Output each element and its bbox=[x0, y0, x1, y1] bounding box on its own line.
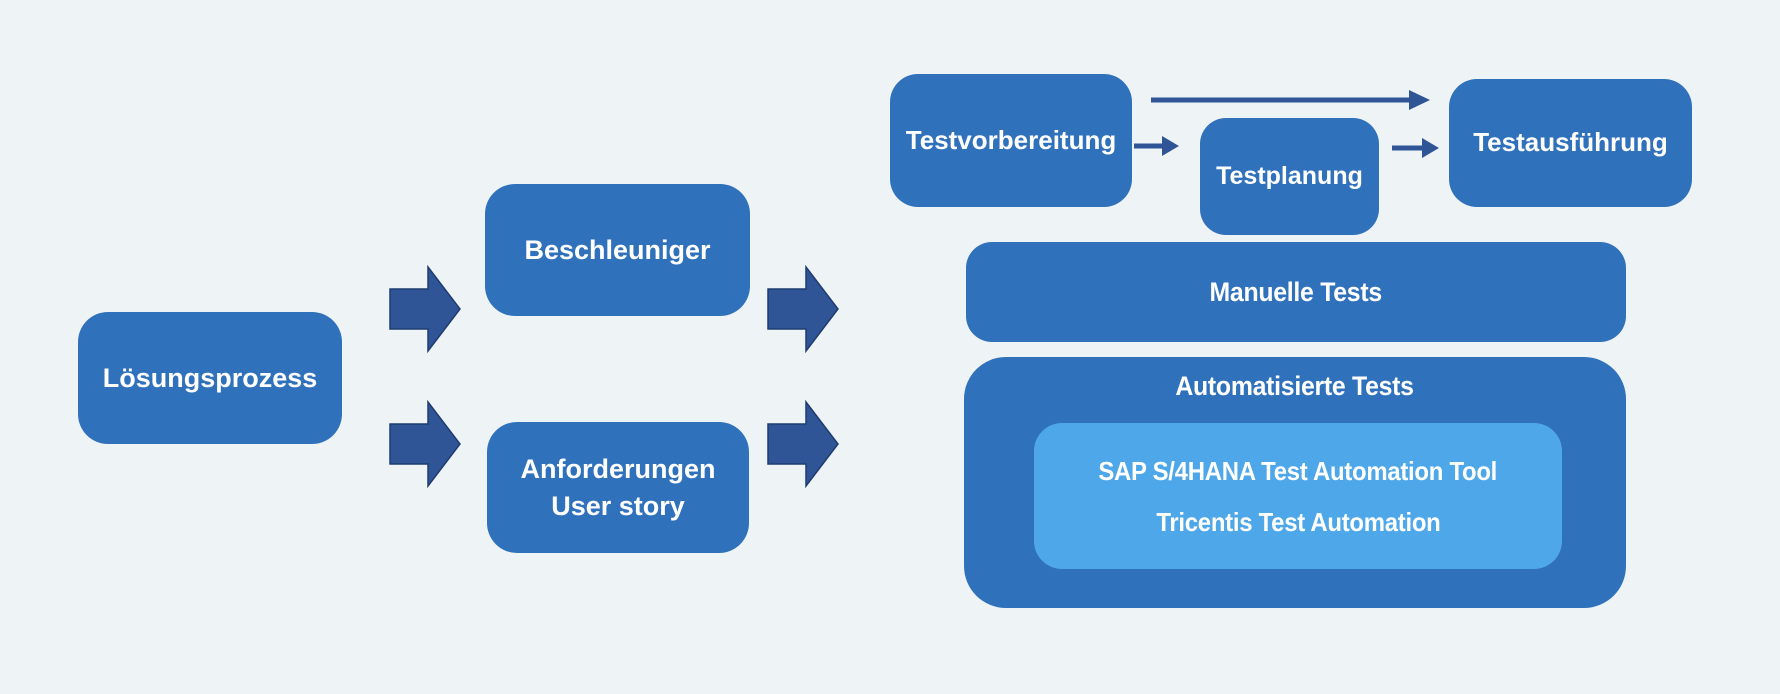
node-loesungsprozess-label: Lösungsprozess bbox=[102, 362, 318, 393]
node-manuelle-tests: Manuelle Tests bbox=[966, 242, 1626, 342]
node-testausfuehrung-label: Testausführung bbox=[1473, 127, 1668, 158]
node-test-automation-tools: SAP S/4HANA Test Automation Tool Tricent… bbox=[1034, 423, 1562, 569]
block-arrow-right-icon bbox=[767, 399, 839, 489]
short-arrow-right-icon bbox=[1134, 136, 1179, 156]
tool-sap-s4hana-label: SAP S/4HANA Test Automation Tool bbox=[1098, 455, 1498, 486]
block-arrow-right-icon bbox=[389, 264, 461, 354]
node-anforderungen-label-line2: User story bbox=[551, 490, 685, 521]
node-anforderungen: Anforderungen User story bbox=[487, 422, 749, 553]
node-automatisierte-tests-label: Automatisierte Tests bbox=[1175, 371, 1415, 401]
node-testplanung: Testplanung bbox=[1200, 118, 1379, 235]
node-testvorbereitung-label: Testvorbereitung bbox=[905, 124, 1117, 155]
node-testplanung-label: Testplanung bbox=[1216, 161, 1363, 190]
node-anforderungen-label-line1: Anforderungen bbox=[520, 454, 716, 485]
block-arrow-right-icon bbox=[389, 399, 461, 489]
block-arrow-right-icon bbox=[767, 264, 839, 354]
tool-tricentis-label: Tricentis Test Automation bbox=[1155, 506, 1441, 537]
node-beschleuniger: Beschleuniger bbox=[485, 184, 750, 316]
node-manuelle-tests-label: Manuelle Tests bbox=[1209, 276, 1383, 307]
node-loesungsprozess: Lösungsprozess bbox=[78, 312, 342, 444]
node-beschleuniger-label: Beschleuniger bbox=[524, 234, 711, 265]
long-arrow-right-icon bbox=[1151, 90, 1430, 110]
node-testausfuehrung: Testausführung bbox=[1449, 79, 1692, 207]
short-arrow-right-icon bbox=[1392, 138, 1439, 158]
node-testvorbereitung: Testvorbereitung bbox=[890, 74, 1132, 207]
